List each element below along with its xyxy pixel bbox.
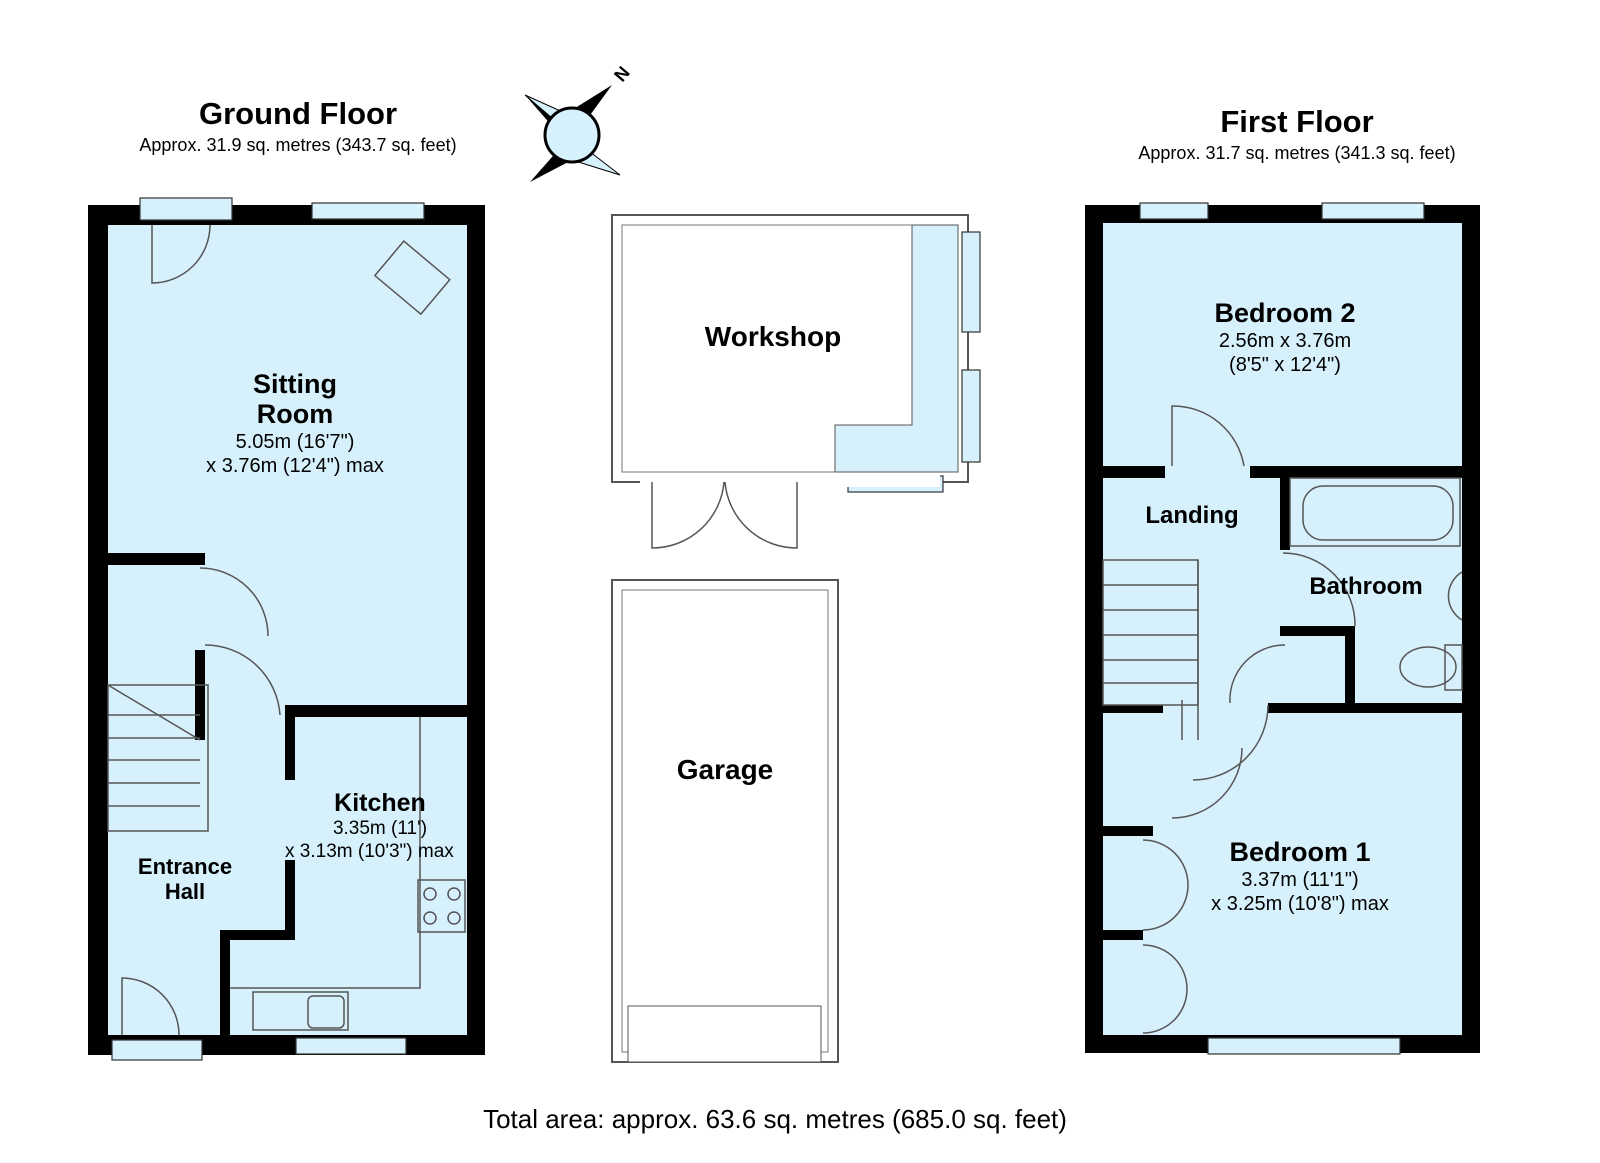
window [311, 202, 425, 220]
workshop-label: Workshop [705, 321, 841, 352]
bathroom-wall [1345, 626, 1355, 706]
first-floor-area: Approx. 31.7 sq. metres (341.3 sq. feet) [1138, 143, 1455, 163]
window [1321, 202, 1425, 220]
kitchen-wall [285, 705, 467, 717]
bathroom-label: Bathroom [1309, 573, 1422, 600]
basin-toilet [1399, 571, 1463, 691]
sitting-room-label: Room [257, 399, 334, 429]
first-floor-title: First Floor [1220, 104, 1373, 139]
double-door-swing [651, 481, 798, 549]
compass-icon: N [524, 63, 634, 182]
door-swing [204, 644, 281, 716]
wall [1103, 466, 1165, 478]
window [295, 1037, 407, 1055]
bathroom-wall [1280, 478, 1290, 550]
wardrobe-wall [1103, 930, 1143, 940]
door-swing [151, 224, 211, 284]
workshop-plan: Workshop [611, 214, 981, 549]
wall [1250, 466, 1462, 478]
kitchen-units [230, 717, 466, 1031]
window [961, 369, 981, 463]
kitchen-wall [220, 930, 295, 940]
door-frame [139, 197, 233, 221]
kitchen-wall [285, 860, 295, 940]
wardrobe-wall [1103, 826, 1153, 836]
kitchen-wall [220, 930, 230, 1035]
entrance-hall-label: Entrance [138, 854, 232, 879]
first-floor-plan: First Floor Approx. 31.7 sq. metres (341… [1085, 104, 1480, 1055]
kitchen-wall [285, 705, 295, 780]
kitchen-dimensions: 3.35m (11') [333, 818, 427, 839]
window [1139, 202, 1209, 220]
bathroom-wall [1268, 703, 1462, 713]
bedroom2-dimensions: 2.56m x 3.76m [1219, 330, 1351, 352]
bedroom1-label: Bedroom 1 [1229, 837, 1370, 867]
sitting-room-dimensions: x 3.76m (12'4") max [206, 455, 384, 477]
fireplace [373, 240, 451, 316]
kitchen-dimensions: x 3.13m (10'3") max [285, 841, 454, 862]
bedroom2-label: Bedroom 2 [1214, 298, 1355, 328]
wall [108, 553, 205, 565]
sitting-room-dimensions: 5.05m (16'7") [236, 431, 355, 453]
ground-floor-plan: Ground Floor Approx. 31.9 sq. metres (34… [88, 96, 485, 1061]
door-swing [199, 567, 269, 637]
landing-label: Landing [1145, 502, 1238, 529]
ground-floor-area: Approx. 31.9 sq. metres (343.7 sq. feet) [139, 135, 456, 155]
wall [195, 650, 205, 740]
sitting-room-label: Sitting [253, 369, 337, 399]
kitchen-label: Kitchen [334, 789, 426, 817]
staircase [107, 684, 209, 832]
bathtub [1289, 477, 1461, 547]
door-frame [111, 1039, 203, 1061]
window [961, 231, 981, 333]
bedroom1-dimensions: 3.37m (11'1") [1241, 869, 1358, 891]
garage-door [627, 1005, 822, 1063]
bathroom-wall [1280, 626, 1355, 636]
entrance-hall-label: Hall [165, 879, 205, 904]
door-swings [1142, 405, 1356, 1034]
bedroom2-dimensions: (8'5" x 12'4") [1229, 354, 1341, 376]
total-area: Total area: approx. 63.6 sq. metres (685… [483, 1104, 1067, 1134]
bedroom1-dimensions: x 3.25m (10'8") max [1211, 893, 1389, 915]
ground-floor-title: Ground Floor [199, 96, 397, 131]
wall [1103, 705, 1163, 713]
staircase [1102, 559, 1199, 740]
window [1207, 1037, 1401, 1055]
garage-label: Garage [677, 754, 774, 785]
door-swing [121, 977, 180, 1036]
garage-plan: Garage [611, 579, 839, 1063]
north-label: N [610, 63, 634, 86]
